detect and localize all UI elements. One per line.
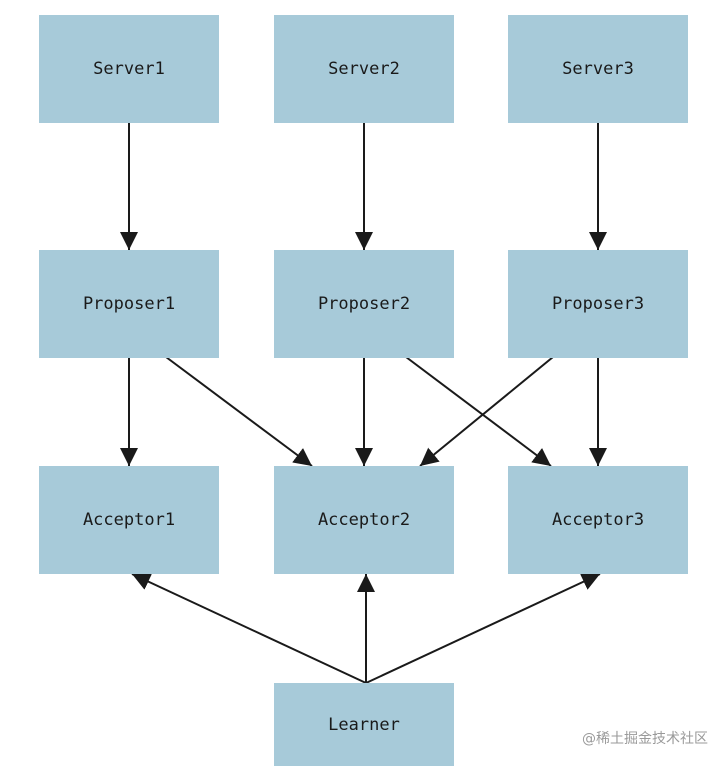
edge-proposer2-acceptor3 <box>405 356 552 467</box>
node-label: Acceptor1 <box>82 510 176 530</box>
node-label: Proposer3 <box>551 294 645 314</box>
edge-learner-acceptor1 <box>131 573 367 684</box>
node-learner: Learner <box>274 683 454 766</box>
node-proposer2: Proposer2 <box>274 250 454 358</box>
node-server1: Server1 <box>39 15 219 123</box>
node-label: Server1 <box>93 59 165 79</box>
node-label: Acceptor3 <box>551 510 645 530</box>
edge-proposer3-acceptor2 <box>419 356 554 467</box>
node-proposer1: Proposer1 <box>39 250 219 358</box>
node-label: Proposer1 <box>82 294 176 314</box>
node-label: Server2 <box>328 59 400 79</box>
node-server3: Server3 <box>508 15 688 123</box>
node-acceptor3: Acceptor3 <box>508 466 688 574</box>
node-acceptor2: Acceptor2 <box>274 466 454 574</box>
watermark-text: @稀土掘金技术社区 <box>582 731 708 747</box>
edge-learner-acceptor3 <box>365 573 601 684</box>
edge-proposer1-acceptor2 <box>165 356 313 467</box>
node-label: Acceptor2 <box>317 510 411 530</box>
node-server2: Server2 <box>274 15 454 123</box>
node-label: Learner <box>328 714 400 735</box>
node-acceptor1: Acceptor1 <box>39 466 219 574</box>
node-label: Server3 <box>562 59 634 79</box>
node-label: Proposer2 <box>317 294 411 314</box>
node-proposer3: Proposer3 <box>508 250 688 358</box>
